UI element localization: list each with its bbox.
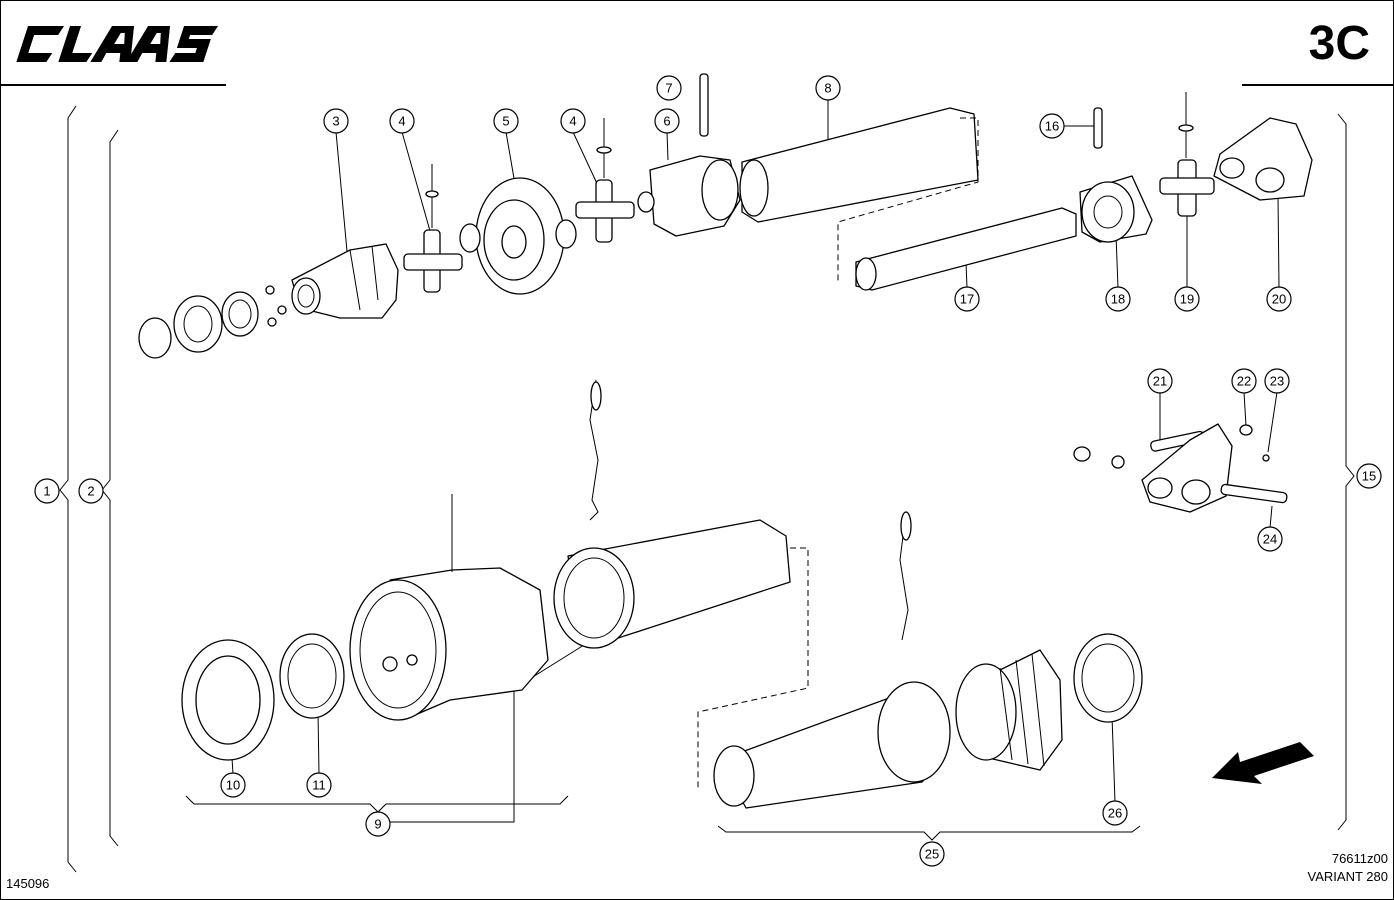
callout-2: 2	[78, 478, 104, 504]
svg-text:8: 8	[824, 81, 831, 96]
flange-assembly-21-24	[1073, 423, 1288, 513]
page-id: 3C	[1308, 17, 1370, 70]
svg-text:25: 25	[925, 847, 939, 862]
callout-15: 15	[1356, 463, 1382, 489]
callout-21: 21	[1147, 368, 1173, 394]
svg-text:5: 5	[502, 114, 509, 129]
claas-logo	[16, 26, 219, 62]
callout-7: 7	[656, 75, 682, 101]
svg-text:15: 15	[1362, 469, 1376, 484]
bracket-25	[717, 825, 1141, 841]
svg-text:26: 26	[1108, 806, 1122, 821]
cross-journal-19	[1159, 92, 1215, 217]
pin-7	[699, 73, 709, 137]
svg-text:1: 1	[43, 484, 50, 499]
bearing-ring-10	[181, 639, 275, 761]
bracket-1	[59, 105, 77, 873]
arrow-down-left-icon	[1212, 742, 1314, 784]
drawing-code: 76611z00	[1331, 851, 1388, 866]
callout-4a: 4	[389, 108, 415, 134]
ring-11	[279, 633, 345, 719]
callout-4b: 4	[560, 108, 586, 134]
callout-1: 1	[34, 478, 60, 504]
callout-22: 22	[1231, 368, 1257, 394]
callout-6: 6	[654, 108, 680, 134]
cross-journal-4b	[575, 118, 635, 243]
svg-text:11: 11	[312, 778, 326, 793]
flange-yoke-20	[1213, 117, 1313, 201]
snap-rings	[138, 285, 287, 359]
yoke-18	[1079, 175, 1153, 243]
svg-text:10: 10	[226, 778, 240, 793]
yoke-3	[291, 243, 399, 319]
svg-text:7: 7	[665, 81, 672, 96]
variant-label: VARIANT 280	[1307, 869, 1388, 884]
svg-text:16: 16	[1045, 119, 1059, 134]
bracket-2	[101, 129, 119, 847]
svg-text:19: 19	[1180, 292, 1194, 307]
callout-25: 25	[919, 841, 945, 867]
callout-10: 10	[220, 772, 246, 798]
guard-cone-9	[349, 494, 549, 721]
svg-text:18: 18	[1111, 292, 1125, 307]
svg-text:22: 22	[1237, 374, 1251, 389]
bracket-15	[1337, 113, 1355, 831]
callout-24: 24	[1257, 526, 1283, 552]
drawing-number: 145096	[6, 876, 50, 891]
callout-19: 19	[1174, 286, 1200, 312]
svg-text:2: 2	[87, 484, 94, 499]
callout-26: 26	[1102, 800, 1128, 826]
chain-left	[589, 379, 602, 521]
yoke-6	[637, 155, 741, 237]
header-rule-right	[1242, 84, 1394, 86]
profile-tube-8	[739, 107, 979, 282]
svg-text:23: 23	[1270, 374, 1284, 389]
svg-text:4: 4	[398, 114, 405, 129]
callout-9: 9	[365, 811, 391, 837]
svg-text:3: 3	[332, 114, 339, 129]
cross-journal-4a	[403, 164, 463, 293]
callout-17: 17	[954, 286, 980, 312]
chain-right	[899, 511, 912, 641]
flange-5	[459, 177, 577, 295]
pin-16	[1093, 107, 1103, 149]
svg-text:24: 24	[1263, 532, 1277, 547]
guard-tube-left	[553, 519, 809, 790]
svg-text:20: 20	[1272, 292, 1286, 307]
svg-text:17: 17	[960, 292, 974, 307]
bearing-ring-26	[1073, 633, 1143, 723]
svg-text:9: 9	[374, 817, 381, 832]
callout-8: 8	[815, 75, 841, 101]
header-rule-left	[0, 84, 226, 86]
bracket-9	[185, 795, 569, 813]
callout-11: 11	[306, 772, 332, 798]
bellows	[955, 649, 1063, 771]
svg-text:21: 21	[1153, 374, 1167, 389]
profile-tube-17	[855, 207, 1077, 291]
drawing-reference: 76611z00 VARIANT 280	[1308, 850, 1388, 886]
guard-tube-right	[713, 681, 951, 809]
callout-18: 18	[1105, 286, 1131, 312]
callout-20: 20	[1266, 286, 1292, 312]
callout-3: 3	[323, 108, 349, 134]
svg-text:4: 4	[569, 114, 576, 129]
callout-23: 23	[1264, 368, 1290, 394]
callout-16: 16	[1039, 113, 1065, 139]
callout-5: 5	[493, 108, 519, 134]
svg-text:6: 6	[663, 114, 670, 129]
